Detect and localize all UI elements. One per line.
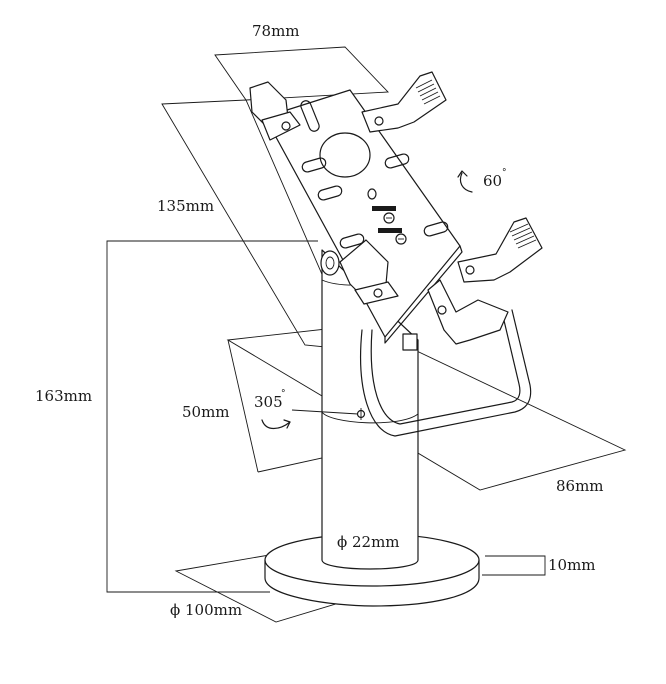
label-total-height: 163mm: [35, 387, 92, 405]
clamp-bottom-left: [339, 239, 399, 305]
tilt-arrow-head: [457, 170, 468, 178]
arm-inner: [370, 311, 521, 425]
plate-slot: [423, 221, 449, 237]
plate-slot: [384, 153, 410, 169]
clamp-top-left: [249, 81, 301, 141]
plate-slot: [300, 100, 320, 132]
stand-arm: [360, 309, 532, 437]
clamp-screw: [465, 265, 475, 275]
plate-slot: [339, 233, 365, 249]
plate-slot: [301, 157, 327, 173]
plate-bar: [378, 228, 402, 233]
pole-knob: [320, 250, 340, 276]
base-thickness-tab: [482, 555, 546, 576]
label-pole-diameter: ϕ 22mm: [337, 533, 400, 551]
arm-clip: [402, 333, 418, 351]
label-top-width: 78mm: [252, 22, 300, 40]
plate-center-hole: [319, 132, 371, 178]
pole-body: [321, 249, 419, 570]
arm-outer: [360, 309, 532, 437]
rotation-indicators: [261, 170, 473, 430]
pole-collar: [321, 411, 419, 424]
clamp-top-right: [361, 71, 447, 133]
clamps: [249, 71, 543, 345]
clamp-foot: [261, 111, 301, 141]
swivel-leader: [291, 409, 359, 415]
label-base-thickness: 10mm: [548, 556, 596, 574]
pole-knob-inner: [325, 256, 335, 270]
tilt-arrow: [459, 172, 473, 193]
clamp-jaw: [457, 217, 543, 283]
clamp-jaw: [361, 71, 447, 133]
grip-ridges: [509, 223, 537, 249]
clamp-screw: [281, 121, 291, 131]
plate-slot: [317, 185, 343, 201]
label-tilt-angle: 60: [483, 172, 502, 190]
clamp-screw: [373, 288, 383, 298]
clamp-screw: [437, 305, 447, 315]
clamp-jaw: [427, 279, 509, 345]
label-plate-height: 135mm: [157, 197, 214, 215]
arm-plane-edge: [227, 339, 259, 473]
plate-bar: [372, 206, 396, 211]
degree-sign: °: [502, 168, 507, 178]
clamp-foot: [354, 281, 399, 305]
plate-edge: [384, 245, 463, 344]
label-swivel-angle: 305: [254, 393, 283, 411]
label-arm-depth: 50mm: [182, 403, 230, 421]
stand-pole: [320, 249, 419, 570]
plate-small-hole: [367, 188, 377, 200]
clamp-screw: [374, 116, 384, 126]
swivel-arrow-head: [283, 419, 291, 429]
clamp-mid-right: [457, 217, 543, 283]
clamp-bottom-right: [427, 279, 509, 345]
total-height-bracket: [106, 240, 318, 593]
grip-ridges: [415, 79, 441, 105]
label-base-diameter: ϕ 100mm: [170, 601, 242, 619]
top-width-plane: [214, 46, 389, 101]
dimension-labels: 78mm 135mm 60 ° 305 ° 50mm 86mm 163mm ϕ …: [35, 22, 604, 619]
label-arm-width: 86mm: [556, 477, 604, 495]
degree-sign: °: [281, 389, 286, 399]
swivel-arrow: [261, 419, 291, 430]
